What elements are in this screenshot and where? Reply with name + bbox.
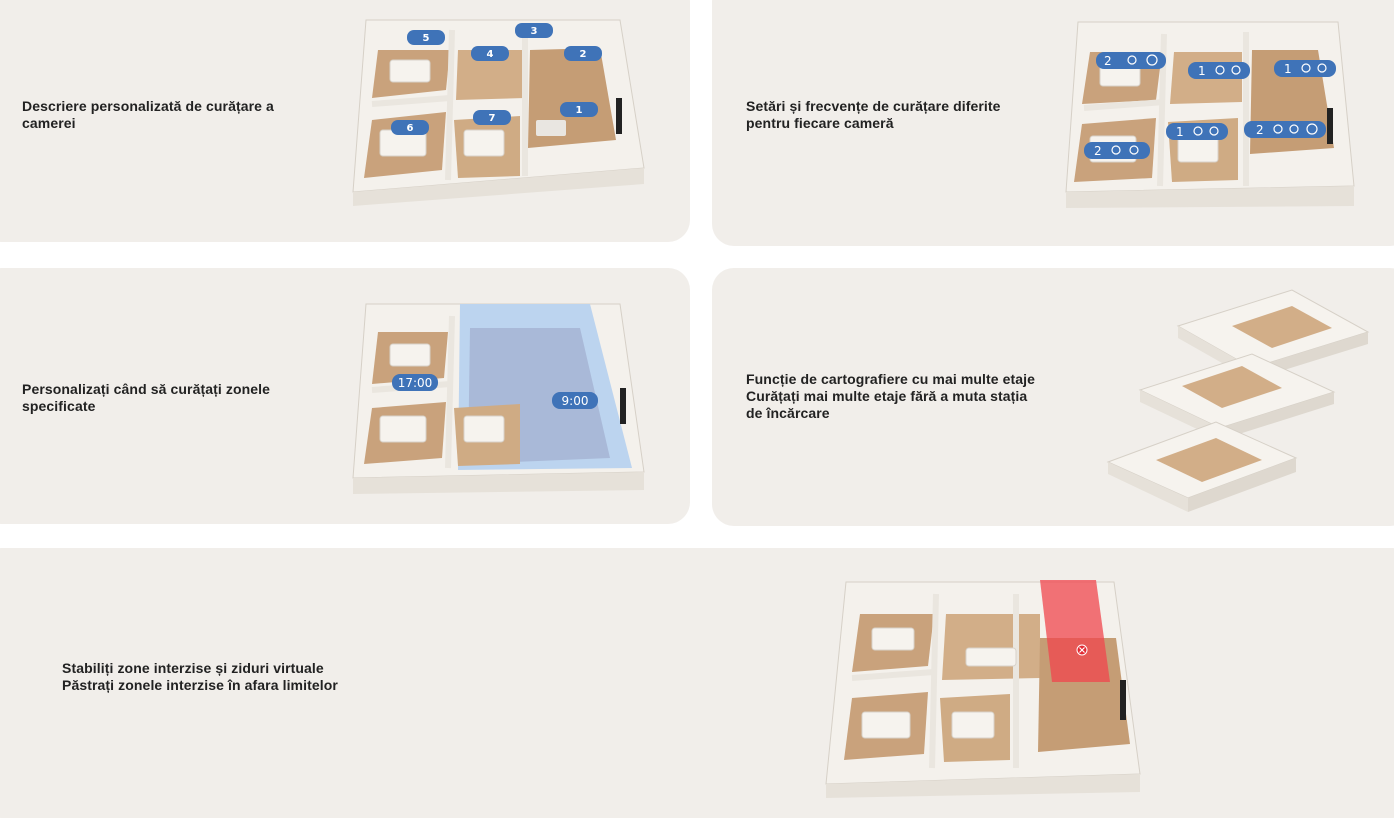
room-badge[interactable]: 7 [473, 110, 511, 125]
feature-line: Păstrați zonele interzise în afara limit… [62, 677, 338, 693]
room-settings-badge[interactable]: 2 [1244, 121, 1326, 138]
svg-text:1: 1 [1198, 64, 1206, 78]
feature-line: Curățați mai multe etaje fără a muta sta… [746, 388, 1028, 404]
svg-text:9:00: 9:00 [562, 394, 589, 408]
room-settings-badge[interactable]: 1 [1166, 123, 1228, 140]
water-drop-icon [1306, 123, 1318, 135]
room-badge[interactable]: 1 [560, 102, 598, 117]
svg-text:1: 1 [1176, 125, 1184, 139]
feature-line: Personalizați când să curățați zonele [22, 381, 271, 397]
fan-icon [1209, 126, 1219, 136]
feature-description: Stabiliți zone interzise și ziduri virtu… [62, 660, 422, 694]
svg-text:17:00: 17:00 [398, 376, 433, 390]
svg-text:2: 2 [1104, 54, 1112, 68]
feature-description: Descriere personalizată de curățare a ca… [22, 98, 322, 132]
room-badge[interactable]: 2 [564, 46, 602, 61]
room-badge[interactable]: 3 [515, 23, 553, 38]
fan-icon [1231, 65, 1241, 75]
room-settings-badge[interactable]: 1 [1274, 60, 1336, 77]
feature-description: Setări și frecvențe de curățare diferite… [746, 98, 1046, 132]
room-badge[interactable]: 5 [407, 30, 445, 45]
feature-line: Descriere personalizată de curățare a [22, 98, 274, 114]
svg-text:6: 6 [407, 123, 414, 134]
floorplan-illustration [825, 580, 1141, 798]
feature-line: de încărcare [746, 405, 830, 421]
time-badge[interactable]: 9:00 [552, 392, 598, 409]
feature-line: camerei [22, 115, 76, 131]
svg-text:3: 3 [531, 26, 538, 37]
svg-text:4: 4 [487, 49, 494, 60]
feature-card-multi-floor-mapping: Funcție de cartografiere cu mai multe et… [712, 268, 1394, 526]
floorplan-illustration: 17:00 9:00 [352, 303, 645, 494]
floorplan-illustration: 2 1 1 1 2 [1065, 21, 1355, 208]
feature-card-room-settings: Setări și frecvențe de curățare diferite… [712, 0, 1394, 246]
forbidden-icon[interactable] [1076, 644, 1088, 656]
feature-card-scheduled-cleaning: Personalizați când să curățați zonele sp… [0, 268, 690, 524]
feature-line: specificate [22, 398, 96, 414]
room-settings-badge[interactable]: 1 [1188, 62, 1250, 79]
mop-icon [1193, 126, 1203, 136]
mop-icon [1215, 65, 1225, 75]
fan-icon [1129, 145, 1139, 155]
fan-icon [1317, 63, 1327, 73]
feature-card-custom-room-cleaning: Descriere personalizată de curățare a ca… [0, 0, 690, 242]
room-badge[interactable]: 4 [471, 46, 509, 61]
fan-icon [1289, 124, 1299, 134]
feature-line: Funcție de cartografiere cu mai multe et… [746, 371, 1036, 387]
room-badge[interactable]: 6 [391, 120, 429, 135]
feature-card-no-go-zones: Stabiliți zone interzise și ziduri virtu… [0, 548, 1394, 818]
svg-text:7: 7 [489, 113, 496, 124]
svg-text:2: 2 [1256, 123, 1264, 137]
room-settings-badge[interactable]: 2 [1084, 142, 1150, 159]
svg-text:2: 2 [1094, 144, 1102, 158]
feature-line: Setări și frecvențe de curățare diferite [746, 98, 1001, 114]
multi-floor-illustration [1106, 289, 1370, 512]
feature-description: Personalizați când să curățați zonele sp… [22, 381, 322, 415]
no-go-zone[interactable] [1040, 580, 1110, 682]
mop-icon [1273, 124, 1283, 134]
floorplan-illustration: 5 3 4 2 7 1 6 [352, 19, 645, 206]
feature-line: Stabiliți zone interzise și ziduri virtu… [62, 660, 324, 676]
mop-icon [1111, 145, 1121, 155]
water-drop-icon [1146, 54, 1158, 66]
svg-text:5: 5 [423, 33, 430, 44]
mop-icon [1301, 63, 1311, 73]
feature-line: pentru fiecare cameră [746, 115, 894, 131]
svg-text:1: 1 [1284, 62, 1292, 76]
room-settings-badge[interactable]: 2 [1096, 52, 1166, 69]
fan-icon [1127, 55, 1137, 65]
feature-description: Funcție de cartografiere cu mai multe et… [746, 371, 1076, 422]
time-badge[interactable]: 17:00 [392, 374, 438, 391]
svg-text:1: 1 [576, 105, 583, 116]
svg-text:2: 2 [580, 49, 587, 60]
